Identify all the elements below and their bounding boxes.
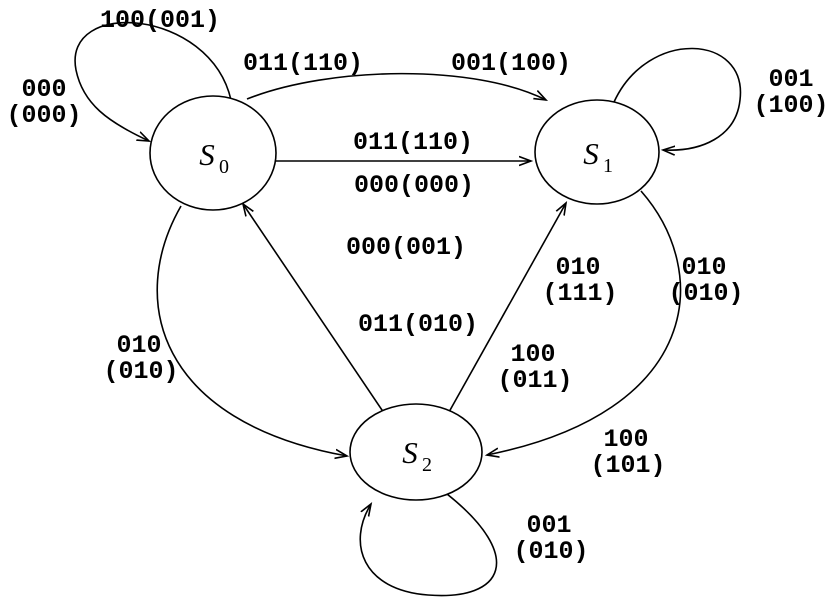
state-s1-label: S <box>583 136 599 171</box>
arrow-s0-to-s2-arc <box>156 205 347 456</box>
label-s0-self-left-line2: (000) <box>6 101 81 130</box>
state-s2-subscript: 2 <box>422 454 432 476</box>
state-s0-label: S <box>199 137 215 172</box>
label-s2-to-s1-upper-line2: (111) <box>542 279 617 308</box>
label-s1-to-s2-upper-line1: 010 <box>681 253 726 282</box>
label-s1-to-s2-lower-line2: (101) <box>590 451 665 480</box>
label-s0-self-top: 100(001) <box>100 6 220 35</box>
label-s0-to-s2-line1: 010 <box>116 331 161 360</box>
label-s1-to-s2-upper-line2: (010) <box>668 279 743 308</box>
arrow-s1-self-loop <box>613 47 742 150</box>
label-s0-to-s1-straight-above: 011(110) <box>353 128 473 157</box>
arrow-s2-to-s1 <box>448 203 566 413</box>
state-s2-label: S <box>402 435 418 470</box>
state-s0-node <box>149 95 277 211</box>
label-s1-to-s2-lower-line1: 100 <box>603 425 648 454</box>
label-s0-to-s1-arc-right: 001(100) <box>451 49 571 78</box>
state-s2-node <box>349 403 483 501</box>
label-s2-to-s0-upper: 000(001) <box>346 233 466 262</box>
label-s2-to-s1-lower-line1: 100 <box>510 340 555 369</box>
label-s1-self-line2: (100) <box>753 91 828 120</box>
label-s0-self-left-line1: 000 <box>21 75 66 104</box>
state-s0-subscript: 0 <box>219 156 229 178</box>
label-s1-self-line1: 001 <box>768 65 813 94</box>
arrow-s2-to-s0 <box>243 204 385 414</box>
label-s2-self-line2: (010) <box>513 537 588 566</box>
state-s1-subscript: 1 <box>603 155 613 177</box>
arrow-s0-self-loop <box>74 21 232 141</box>
label-s0-to-s1-arc-left: 011(110) <box>243 49 363 78</box>
label-s2-to-s1-lower-line2: (011) <box>497 366 572 395</box>
label-s2-self-line1: 001 <box>526 511 571 540</box>
arrow-s2-self-loop <box>359 493 498 597</box>
state-s1-node <box>534 99 660 205</box>
label-s0-to-s1-straight-below: 000(000) <box>354 171 474 200</box>
arrow-s1-to-s2-arc <box>487 190 682 455</box>
label-s0-to-s2-line2: (010) <box>103 357 178 386</box>
label-s2-to-s1-upper-line1: 010 <box>555 253 600 282</box>
label-s2-to-s0-lower: 011(010) <box>358 310 478 339</box>
arrow-s0-to-s1-arc <box>246 72 546 100</box>
